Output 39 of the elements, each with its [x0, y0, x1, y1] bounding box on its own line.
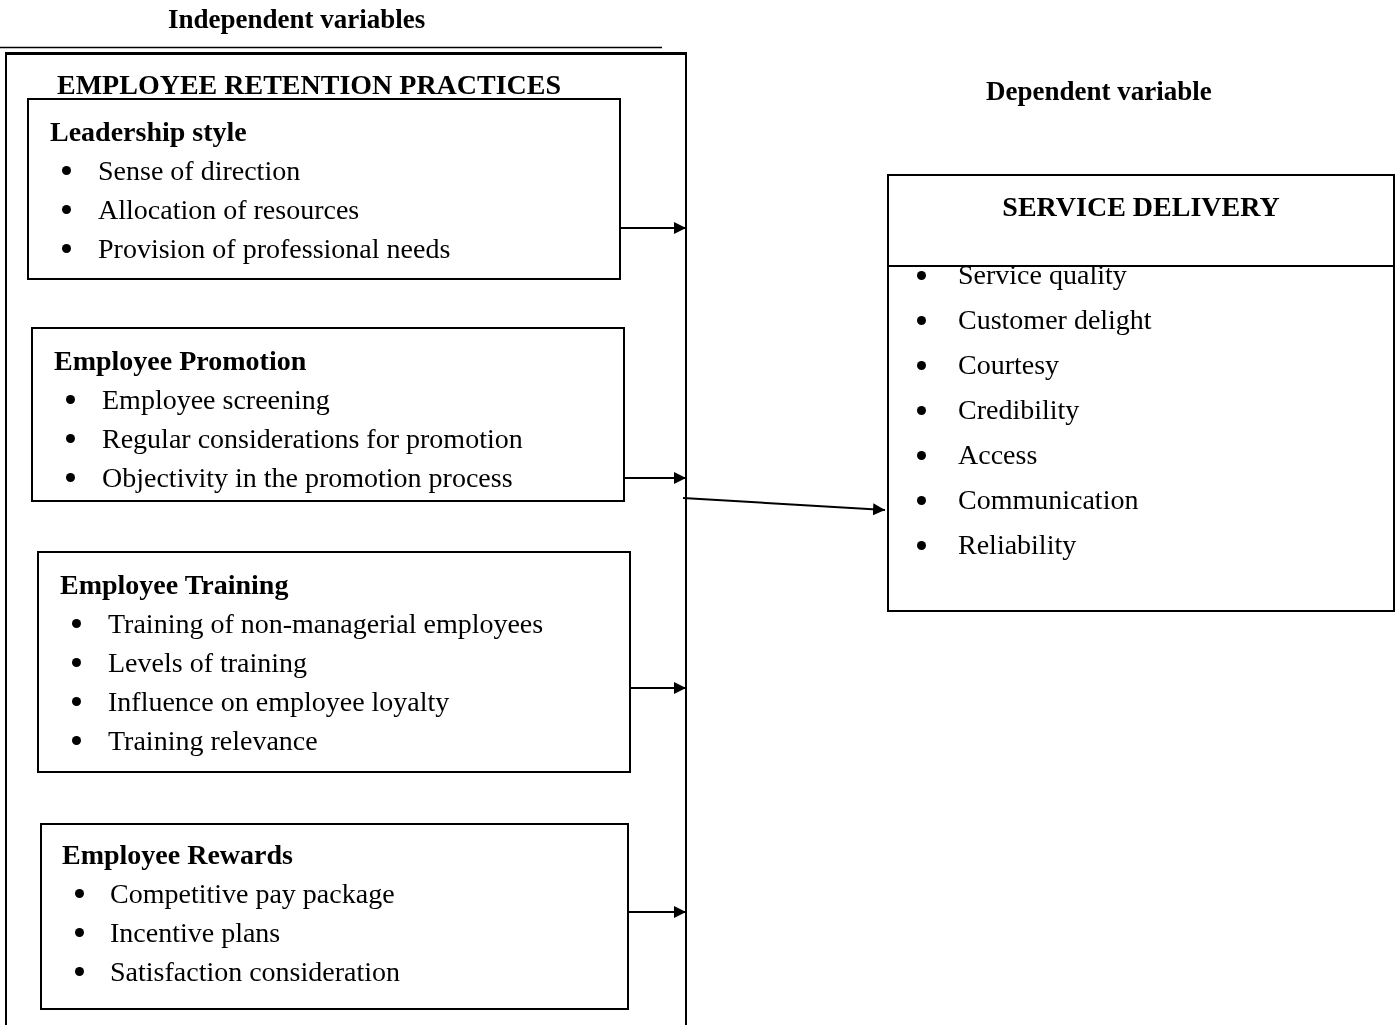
axis-caption: Dependent variable [986, 76, 1212, 107]
list-item: Regular considerations for promotion [102, 422, 523, 456]
list-item: Service quality [958, 258, 1127, 292]
list-item: Provision of professional needs [98, 232, 451, 266]
arrow [682, 497, 886, 516]
box-heading: Leadership style [50, 115, 247, 149]
list-item: Credibility [958, 393, 1080, 427]
variable-box [37, 551, 631, 773]
list-item: Training relevance [108, 724, 318, 758]
variable-box [887, 174, 1395, 612]
list-item: Satisfaction consideration [110, 955, 401, 989]
group-box [5, 52, 687, 1025]
arrow [620, 222, 687, 234]
list-item: Objectivity in the promotion process [102, 461, 513, 495]
list-item: Influence on employee loyalty [108, 685, 450, 719]
arrow [628, 906, 687, 918]
list-item: Incentive plans [110, 916, 281, 950]
list-item: Communication [958, 483, 1139, 517]
variable-box [40, 823, 629, 1010]
box-heading: SERVICE DELIVERY [1001, 190, 1281, 224]
box-heading: Employee Promotion [54, 344, 307, 378]
list-item: Customer delight [958, 303, 1152, 337]
list-item: Levels of training [108, 646, 308, 680]
list-item: Reliability [958, 528, 1077, 562]
variable-box [27, 98, 621, 280]
list-item: Allocation of resources [98, 193, 360, 227]
arrow [624, 472, 687, 484]
list-item: Access [958, 438, 1038, 472]
list-item: Training of non-managerial employees [108, 607, 544, 641]
group-heading: EMPLOYEE RETENTION PRACTICES [57, 68, 562, 102]
list-item: Sense of direction [98, 154, 301, 188]
list-item: Courtesy [958, 348, 1060, 382]
variable-box [31, 327, 625, 502]
box-heading: Employee Rewards [62, 838, 293, 872]
list-item: Employee screening [102, 383, 330, 417]
list-item: Competitive pay package [110, 877, 395, 911]
arrow [630, 682, 687, 694]
box-heading: Employee Training [60, 568, 289, 602]
axis-caption: Independent variables [168, 4, 426, 35]
